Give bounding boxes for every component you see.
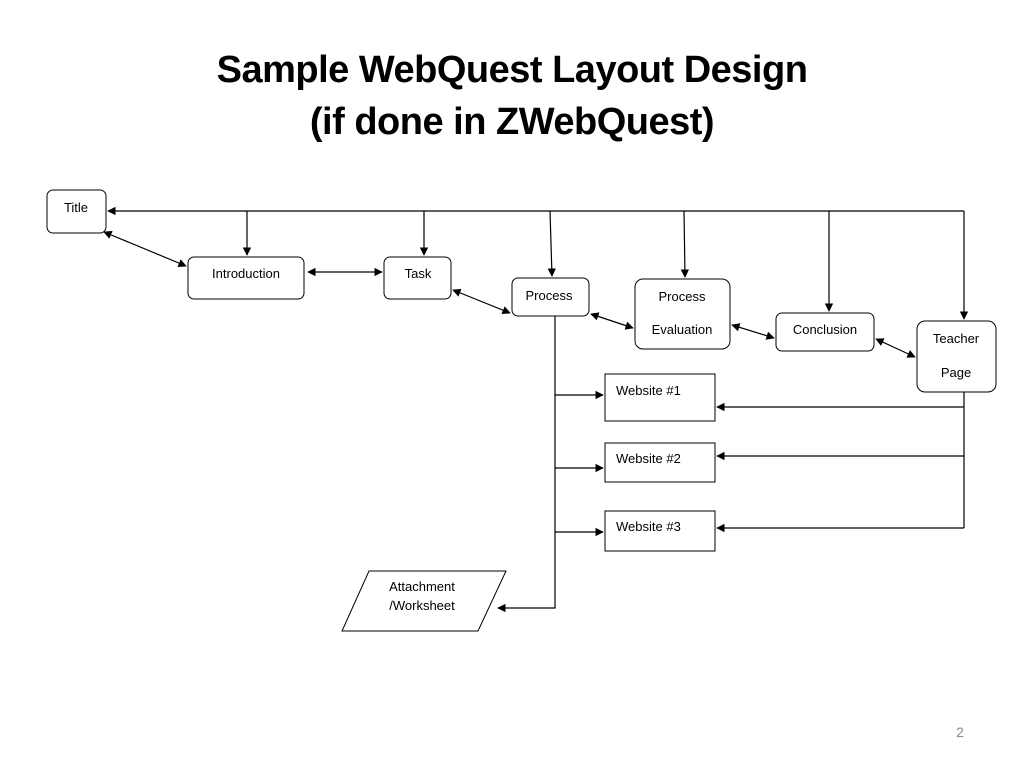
node-process-evaluation-label-1: Process bbox=[659, 289, 706, 304]
node-attachment-worksheet: Attachment /Worksheet bbox=[341, 570, 507, 632]
node-process-label: Process bbox=[526, 288, 573, 303]
node-conclusion-label: Conclusion bbox=[793, 322, 857, 337]
node-website-2: Website #2 bbox=[604, 442, 716, 483]
connector-task-process bbox=[452, 288, 511, 315]
node-website-1-label: Website #1 bbox=[616, 383, 681, 398]
node-website-3: Website #3 bbox=[604, 510, 716, 552]
connector-conclusion-teacher-page bbox=[875, 338, 916, 358]
slide-title: Sample WebQuest Layout Design (if done i… bbox=[0, 44, 1024, 148]
node-website-3-label: Website #3 bbox=[616, 519, 681, 534]
node-teacher-page-label-1: Teacher bbox=[933, 331, 980, 346]
node-process-evaluation: Process Evaluation bbox=[634, 278, 731, 350]
node-teacher-page-label-2: Page bbox=[941, 365, 971, 380]
connector-process-evaluation bbox=[590, 312, 634, 330]
connector-title-introduction bbox=[103, 231, 187, 267]
slide-title-line-1: Sample WebQuest Layout Design bbox=[216, 49, 808, 91]
connector-bus-to-process-evaluation bbox=[680, 210, 690, 278]
slide-title-line-2: (if done in ZWebQuest) bbox=[309, 101, 715, 143]
node-task: Task bbox=[383, 256, 452, 300]
node-conclusion: Conclusion bbox=[775, 312, 875, 352]
connector-process-trunk bbox=[497, 316, 556, 613]
node-website-2-label: Website #2 bbox=[616, 451, 681, 466]
node-website-1: Website #1 bbox=[604, 373, 716, 422]
node-title: Title bbox=[46, 189, 107, 234]
node-process-evaluation-label-2: Evaluation bbox=[652, 322, 713, 337]
node-introduction-label: Introduction bbox=[212, 266, 280, 281]
node-introduction: Introduction bbox=[187, 256, 305, 300]
node-task-label: Task bbox=[405, 266, 432, 281]
node-teacher-page: Teacher Page bbox=[916, 320, 997, 393]
connector-evaluation-conclusion bbox=[731, 323, 775, 340]
connector-bus-to-process bbox=[547, 210, 556, 277]
page-number: 2 bbox=[956, 724, 964, 740]
node-process: Process bbox=[511, 277, 590, 317]
node-attachment-label-2: /Worksheet bbox=[389, 598, 455, 613]
node-attachment-label-1: Attachment bbox=[389, 579, 455, 594]
node-title-label: Title bbox=[64, 200, 88, 215]
